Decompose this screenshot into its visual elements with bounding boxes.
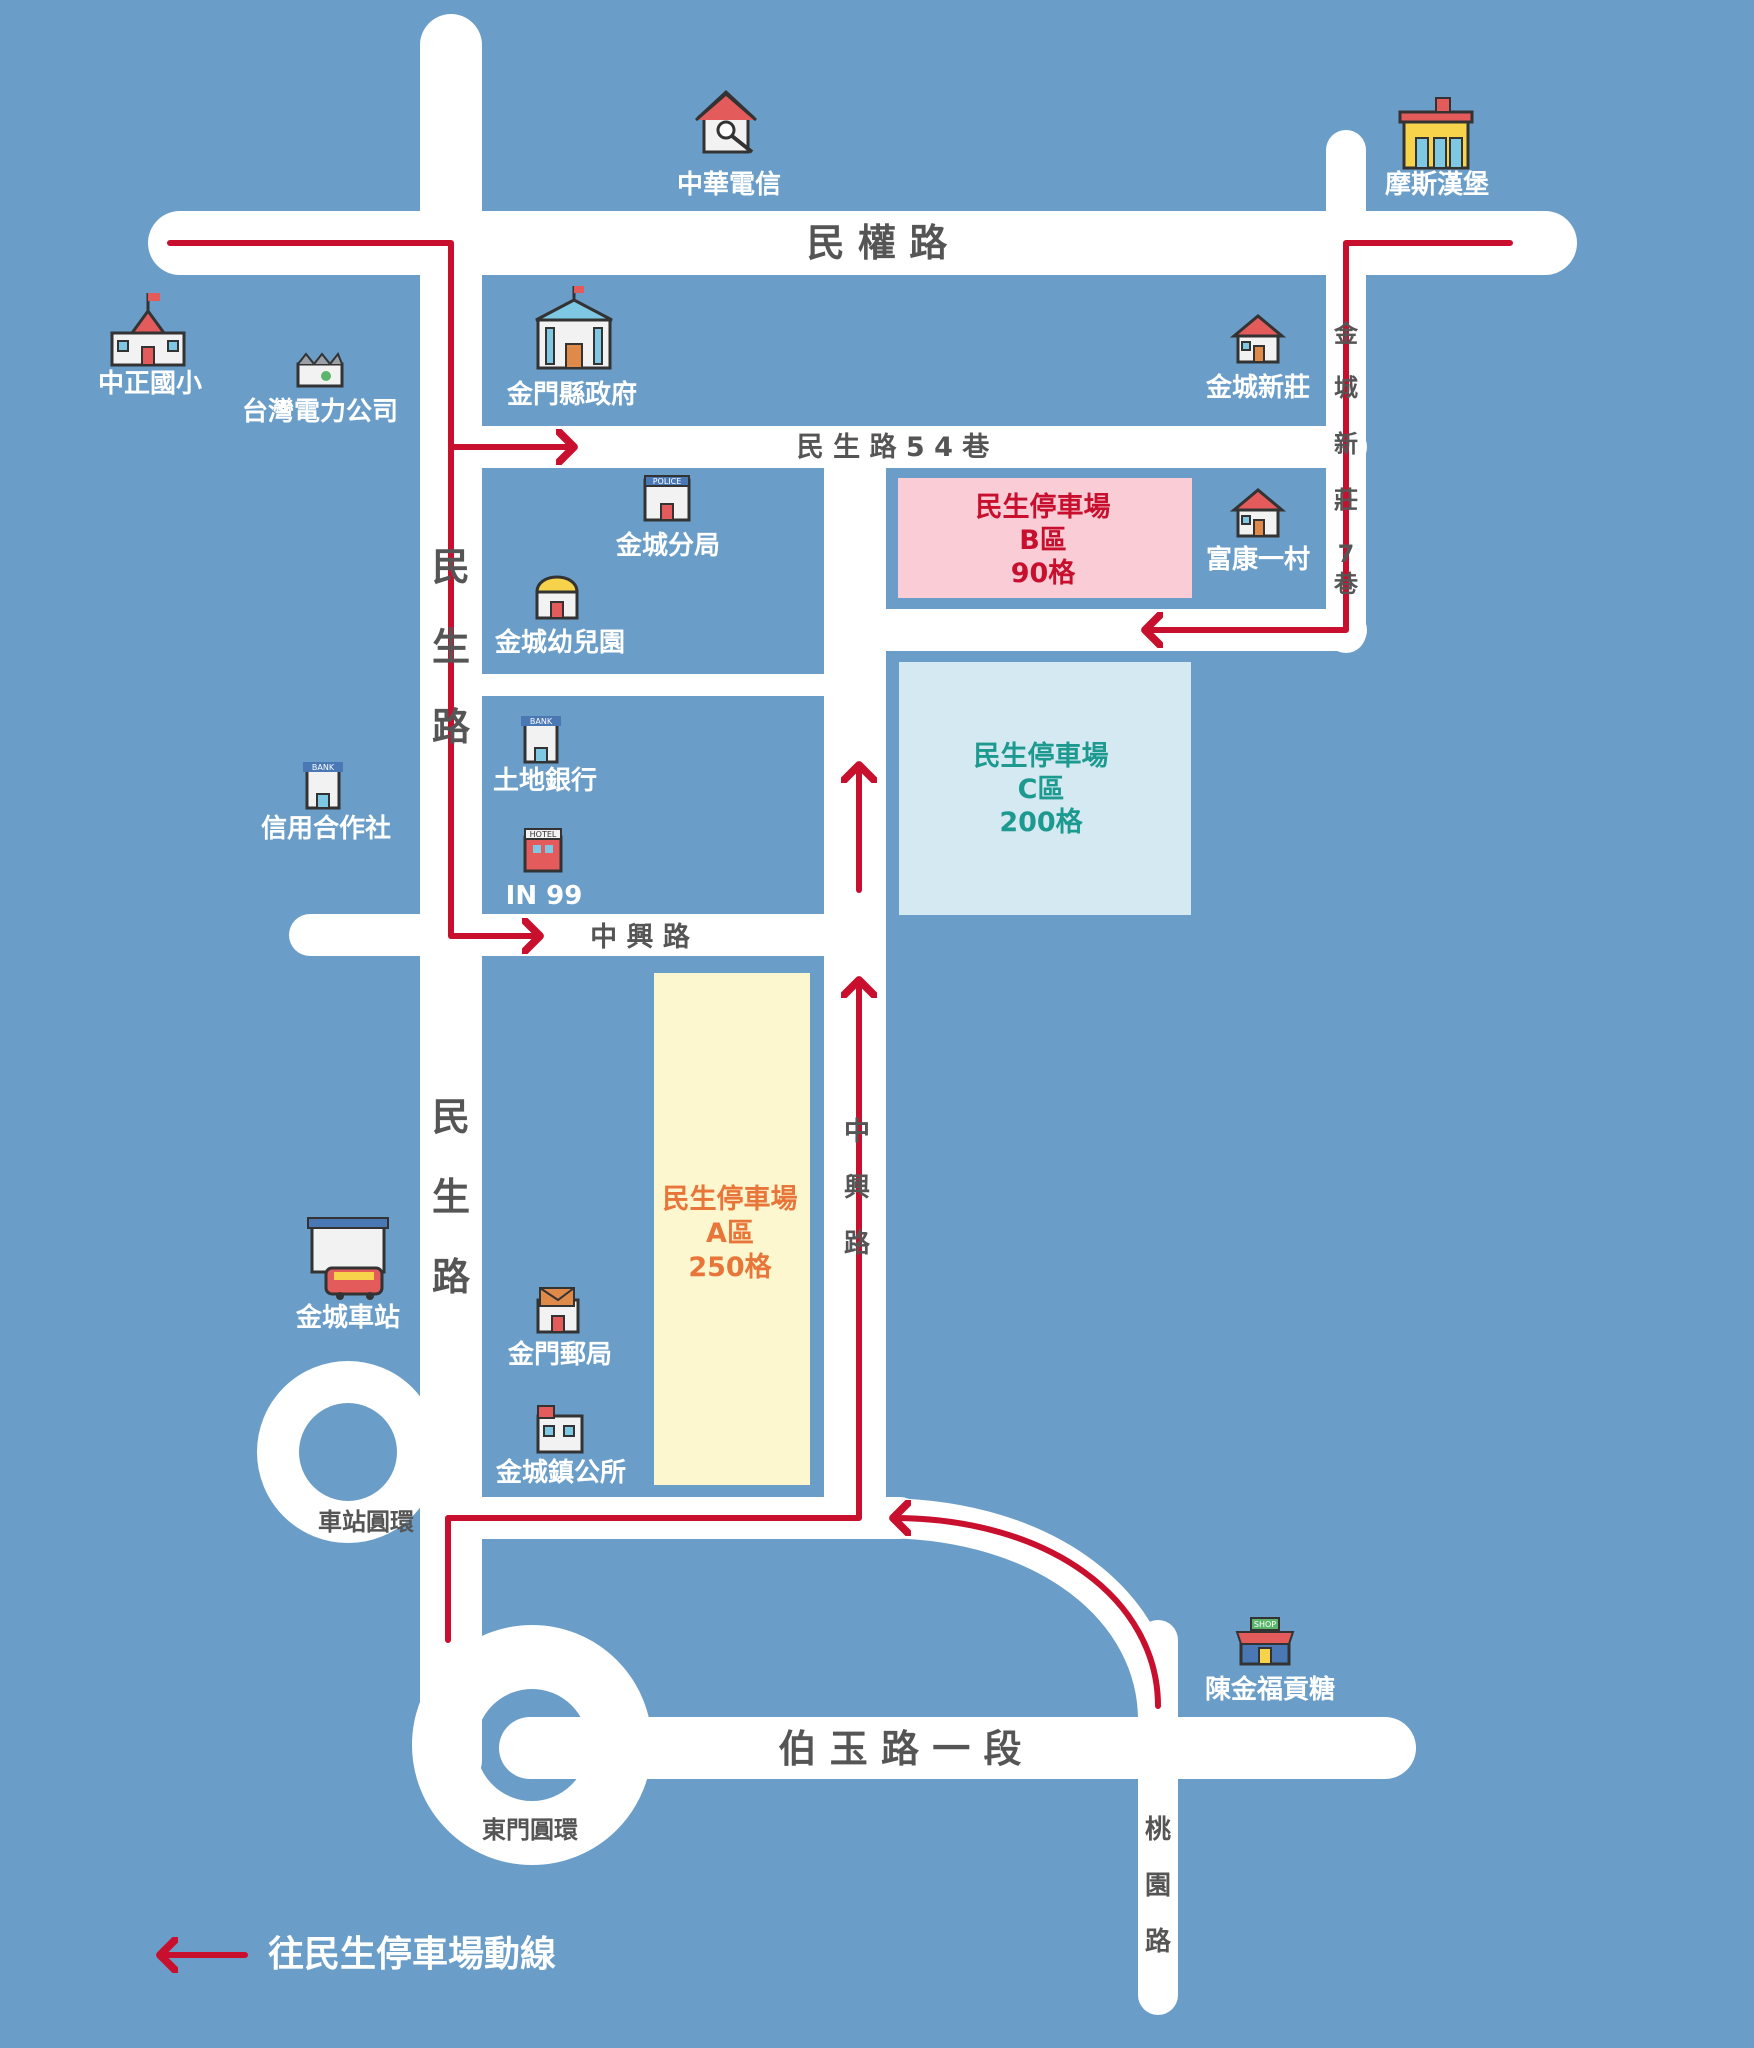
hotel-sign: HOTEL [530,830,557,839]
dongmen-roundabout [412,1625,652,1865]
legend-label: 往民生停車場動線 [268,1934,556,1975]
police-station-icon: POLICE [643,475,691,522]
landmark-post-office: 金門郵局 [507,1339,612,1370]
lot-spaces: 90格 [1011,558,1077,589]
landmark-kindergarten: 金城幼兒園 [494,627,625,658]
road-char: 城 [1334,374,1358,402]
parking-lot-a-label: 民生停車場 A區 250格 [663,1183,798,1283]
landmark-candy-shop: 陳金福貢糖 [1205,1674,1335,1705]
shop-sign: SHOP [1254,1620,1276,1629]
road-label-minsheng-lower: 民 生 路 [432,1095,471,1299]
road-label-zhongxing-v: 中 興 路 [844,1117,871,1259]
bank-icon: BANK [521,716,561,764]
landmark-town-office: 金城鎮公所 [495,1457,626,1488]
landmark-land-bank: 土地銀行 [493,765,597,796]
lot-spaces: 250格 [688,1252,772,1283]
road-label-minsheng-54: 民 生 路 5 4 巷 [797,431,991,463]
landmark-chunghwa-telecom: 中華電信 [677,170,781,200]
lot-zone: A區 [706,1218,754,1249]
restaurant-icon [1398,97,1474,170]
lot-zone: C區 [1018,774,1065,805]
government-building-icon [535,286,613,370]
road-char: 巷 [1333,570,1359,598]
road-label-minquan: 民 權 路 [807,221,948,265]
house-icon [1229,488,1287,538]
station-roundabout-label: 車站圓環 [318,1508,415,1536]
bank-icon: BANK [303,762,343,810]
landmark-in99: IN 99 [506,881,583,911]
kindergarten-icon [535,575,579,620]
legend: 往民生停車場動線 [160,1934,556,1975]
road-char: 路 [432,1255,471,1299]
route-right [1145,240,1513,630]
station-roundabout [257,1361,439,1543]
road-char: 民 [432,1095,470,1139]
road-char: 莊 [1334,486,1358,514]
road-label-jincheng-xinzhuang: 金 城 新 莊 7 巷 [1333,320,1359,598]
road-char: 中 [844,1117,870,1147]
landmark-police: 金城分局 [615,530,720,561]
road-label-boyu: 伯 玉 路 一 段 [779,1727,1022,1771]
landmark-county-government: 金門縣政府 [506,379,637,410]
lot-zone: B區 [1019,525,1067,556]
road-char: 生 [432,625,470,669]
route-curve [893,1518,1161,1709]
lot-name: 民生停車場 [976,491,1111,523]
road-label-minsheng-upper: 民 生 路 [432,545,471,749]
parking-lot-c-label: 民生停車場 C區 200格 [974,740,1109,838]
police-sign: POLICE [653,477,682,486]
landmark-labels: 中華電信 摩斯漢堡 中正國小 台灣電力公司 金門縣政府 金城新莊 金城分局 金城… [98,169,1489,1705]
factory-icon [296,352,344,388]
landmark-taipower: 台灣電力公司 [242,396,398,427]
road-char: 園 [1145,1871,1171,1901]
lot-spaces: 200格 [999,807,1083,838]
road-char: 桃 [1145,1815,1171,1845]
road-char: 7 [1338,540,1355,568]
post-office-icon [536,1287,580,1334]
school-icon [110,293,186,367]
road-char: 興 [844,1173,870,1203]
road-label-taoyuan: 桃 園 路 [1145,1815,1172,1957]
landmark-jincheng-xinzhuang: 金城新莊 [1205,372,1310,403]
parking-lot-b-label: 民生停車場 B區 90格 [976,491,1111,589]
road-char: 路 [432,705,471,749]
landmark-mos-burger: 摩斯漢堡 [1385,169,1489,200]
bank-sign: BANK [312,763,335,772]
phone-house-icon [695,89,757,154]
route-bottom [445,980,859,1643]
road-char: 路 [1145,1926,1172,1957]
bus-station-icon [307,1217,389,1300]
road-char: 民 [432,545,470,589]
road-char: 路 [844,1228,871,1259]
landmark-bus-station: 金城車站 [295,1302,400,1333]
house-icon [1229,314,1287,364]
parking-lot-c[interactable] [899,662,1191,915]
road-char: 金 [1333,320,1359,348]
landmark-credit-union: 信用合作社 [261,813,391,844]
parking-lot-a[interactable] [654,973,810,1485]
landmark-zhongzheng-school: 中正國小 [98,369,202,399]
hotel-icon: HOTEL [523,828,563,873]
road-label-zhongxing-h: 中 興 路 [590,921,691,953]
landmark-fukang: 富康一村 [1206,544,1310,575]
road-char: 生 [432,1175,470,1219]
route-main [167,240,540,936]
lot-name: 民生停車場 [663,1183,798,1215]
road-char: 新 [1334,430,1358,458]
parking-lot-b[interactable] [898,478,1192,598]
lot-name: 民生停車場 [974,740,1109,772]
road-curve [860,1498,1178,1740]
shop-icon: SHOP [1235,1617,1295,1666]
office-building-icon [536,1405,584,1454]
route-lines [167,240,1513,1709]
dongmen-roundabout-label: 東門圓環 [482,1816,579,1844]
bank-sign: BANK [530,717,553,726]
